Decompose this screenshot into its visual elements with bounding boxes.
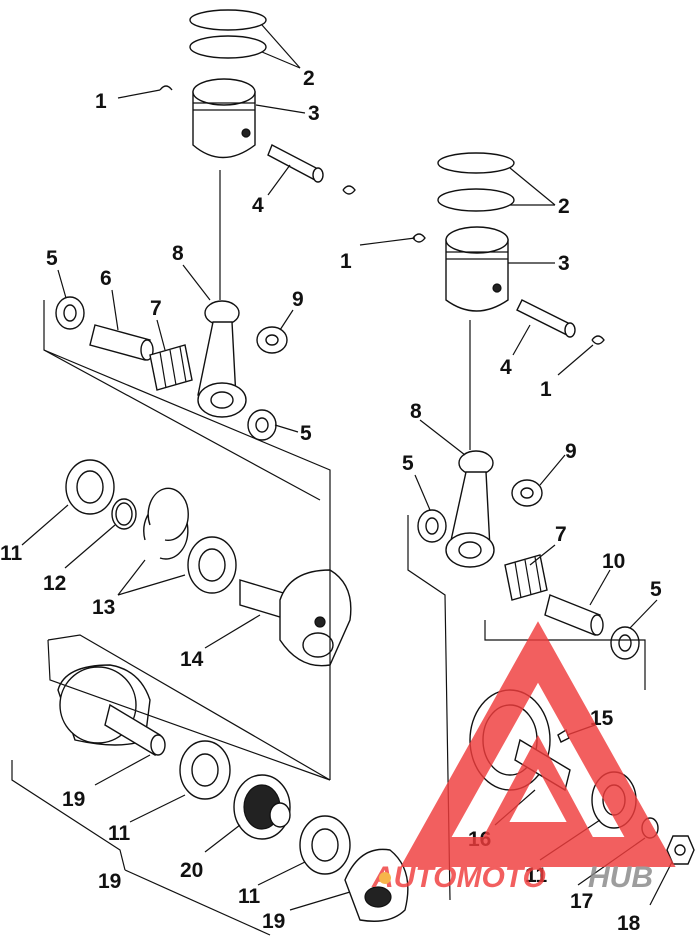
crankshaft-half-lower xyxy=(57,664,166,757)
main-bearing-upper xyxy=(65,459,115,515)
coupling-gear xyxy=(233,774,291,840)
callout-label: 10 xyxy=(602,550,625,573)
callout-label: 19 xyxy=(98,870,121,893)
callout-label: 8 xyxy=(172,242,184,265)
callout-label: 4 xyxy=(252,194,264,217)
callout-label: 5 xyxy=(402,452,414,475)
piston-ring-bottom xyxy=(189,35,267,59)
watermark-logo: AUTOMOTO HUB xyxy=(371,621,676,894)
crankshaft-half-upper xyxy=(239,569,352,667)
main-bearing xyxy=(179,740,231,800)
seal-ring xyxy=(111,498,137,530)
callout-labels: 1 2 3 4 1 2 3 4 1 5 6 7 8 9 5 8 9 5 7 10… xyxy=(0,67,662,935)
callout-label: 11 xyxy=(108,822,131,845)
watermark-triangle-inner xyxy=(482,735,594,838)
connecting-rod-left xyxy=(197,300,247,418)
watermark-text-secondary: HUB xyxy=(588,861,653,894)
piston-ring-top xyxy=(189,9,267,31)
callout-label: 11 xyxy=(238,885,261,908)
assembly-guide-lines xyxy=(11,170,646,936)
callout-label: 11 xyxy=(525,864,548,887)
callout-label: 4 xyxy=(500,356,512,379)
circlip xyxy=(591,335,605,345)
circlip xyxy=(342,185,356,195)
crank-pin-right xyxy=(544,594,604,636)
callout-label: 14 xyxy=(180,648,204,671)
callout-label: 18 xyxy=(617,912,641,935)
circlip xyxy=(159,85,173,91)
small-bearing-left xyxy=(256,326,288,354)
callout-label: 15 xyxy=(590,707,614,730)
piston-ring-top xyxy=(437,152,515,174)
callout-label: 5 xyxy=(650,578,662,601)
connecting-rod-right xyxy=(445,450,495,568)
watermark-triangle-outer xyxy=(400,621,676,867)
callout-label: 2 xyxy=(303,67,315,90)
circlip xyxy=(412,233,426,243)
callout-label: 7 xyxy=(150,297,162,320)
connecting-rod-group-right xyxy=(417,450,640,660)
washer xyxy=(610,626,640,660)
watermark-text-primary: AUTOMOTO xyxy=(371,861,546,894)
small-bearing-right xyxy=(511,479,543,507)
callout-label: 5 xyxy=(46,247,58,270)
callout-label: 1 xyxy=(540,378,552,401)
main-bearing xyxy=(299,815,351,875)
retaining-rings xyxy=(143,487,189,560)
callout-label: 3 xyxy=(558,252,570,275)
piston-ring-bottom xyxy=(437,188,515,212)
callout-label: 3 xyxy=(308,102,320,125)
callout-label: 20 xyxy=(180,859,203,882)
washer xyxy=(247,409,277,441)
needle-bearing-right xyxy=(504,554,548,601)
callout-label: 9 xyxy=(565,440,577,463)
piston-pin-left xyxy=(267,144,324,183)
piston-assembly-left xyxy=(159,9,356,195)
callout-label: 5 xyxy=(300,422,312,445)
piston-left xyxy=(192,78,256,159)
hex-nut xyxy=(666,835,695,865)
piston-pin-right xyxy=(516,299,576,338)
washer xyxy=(55,296,85,330)
callout-label: 12 xyxy=(43,572,66,595)
washer xyxy=(417,509,447,543)
callout-label: 6 xyxy=(100,267,112,290)
crank-web-lower xyxy=(344,848,409,922)
callout-label: 8 xyxy=(410,400,422,423)
callout-label: 9 xyxy=(292,288,304,311)
piston-assembly-right xyxy=(412,152,605,345)
callout-label: 7 xyxy=(555,523,567,546)
main-bearing-mid xyxy=(187,536,237,594)
callout-label: 13 xyxy=(92,596,115,619)
callout-label: 1 xyxy=(340,250,352,273)
callout-label: 1 xyxy=(95,90,107,113)
callout-label: 19 xyxy=(62,788,85,811)
piston-right xyxy=(445,226,509,312)
callout-label: 2 xyxy=(558,195,570,218)
callout-label: 11 xyxy=(0,542,23,565)
watermark-accent-dot xyxy=(379,872,391,884)
needle-bearing-left xyxy=(149,344,193,391)
callout-label: 17 xyxy=(570,890,593,913)
crank-pin-left xyxy=(89,324,154,361)
callout-label: 19 xyxy=(262,910,285,933)
connecting-rod-group-left xyxy=(55,296,288,441)
leader-lines xyxy=(21,24,673,911)
